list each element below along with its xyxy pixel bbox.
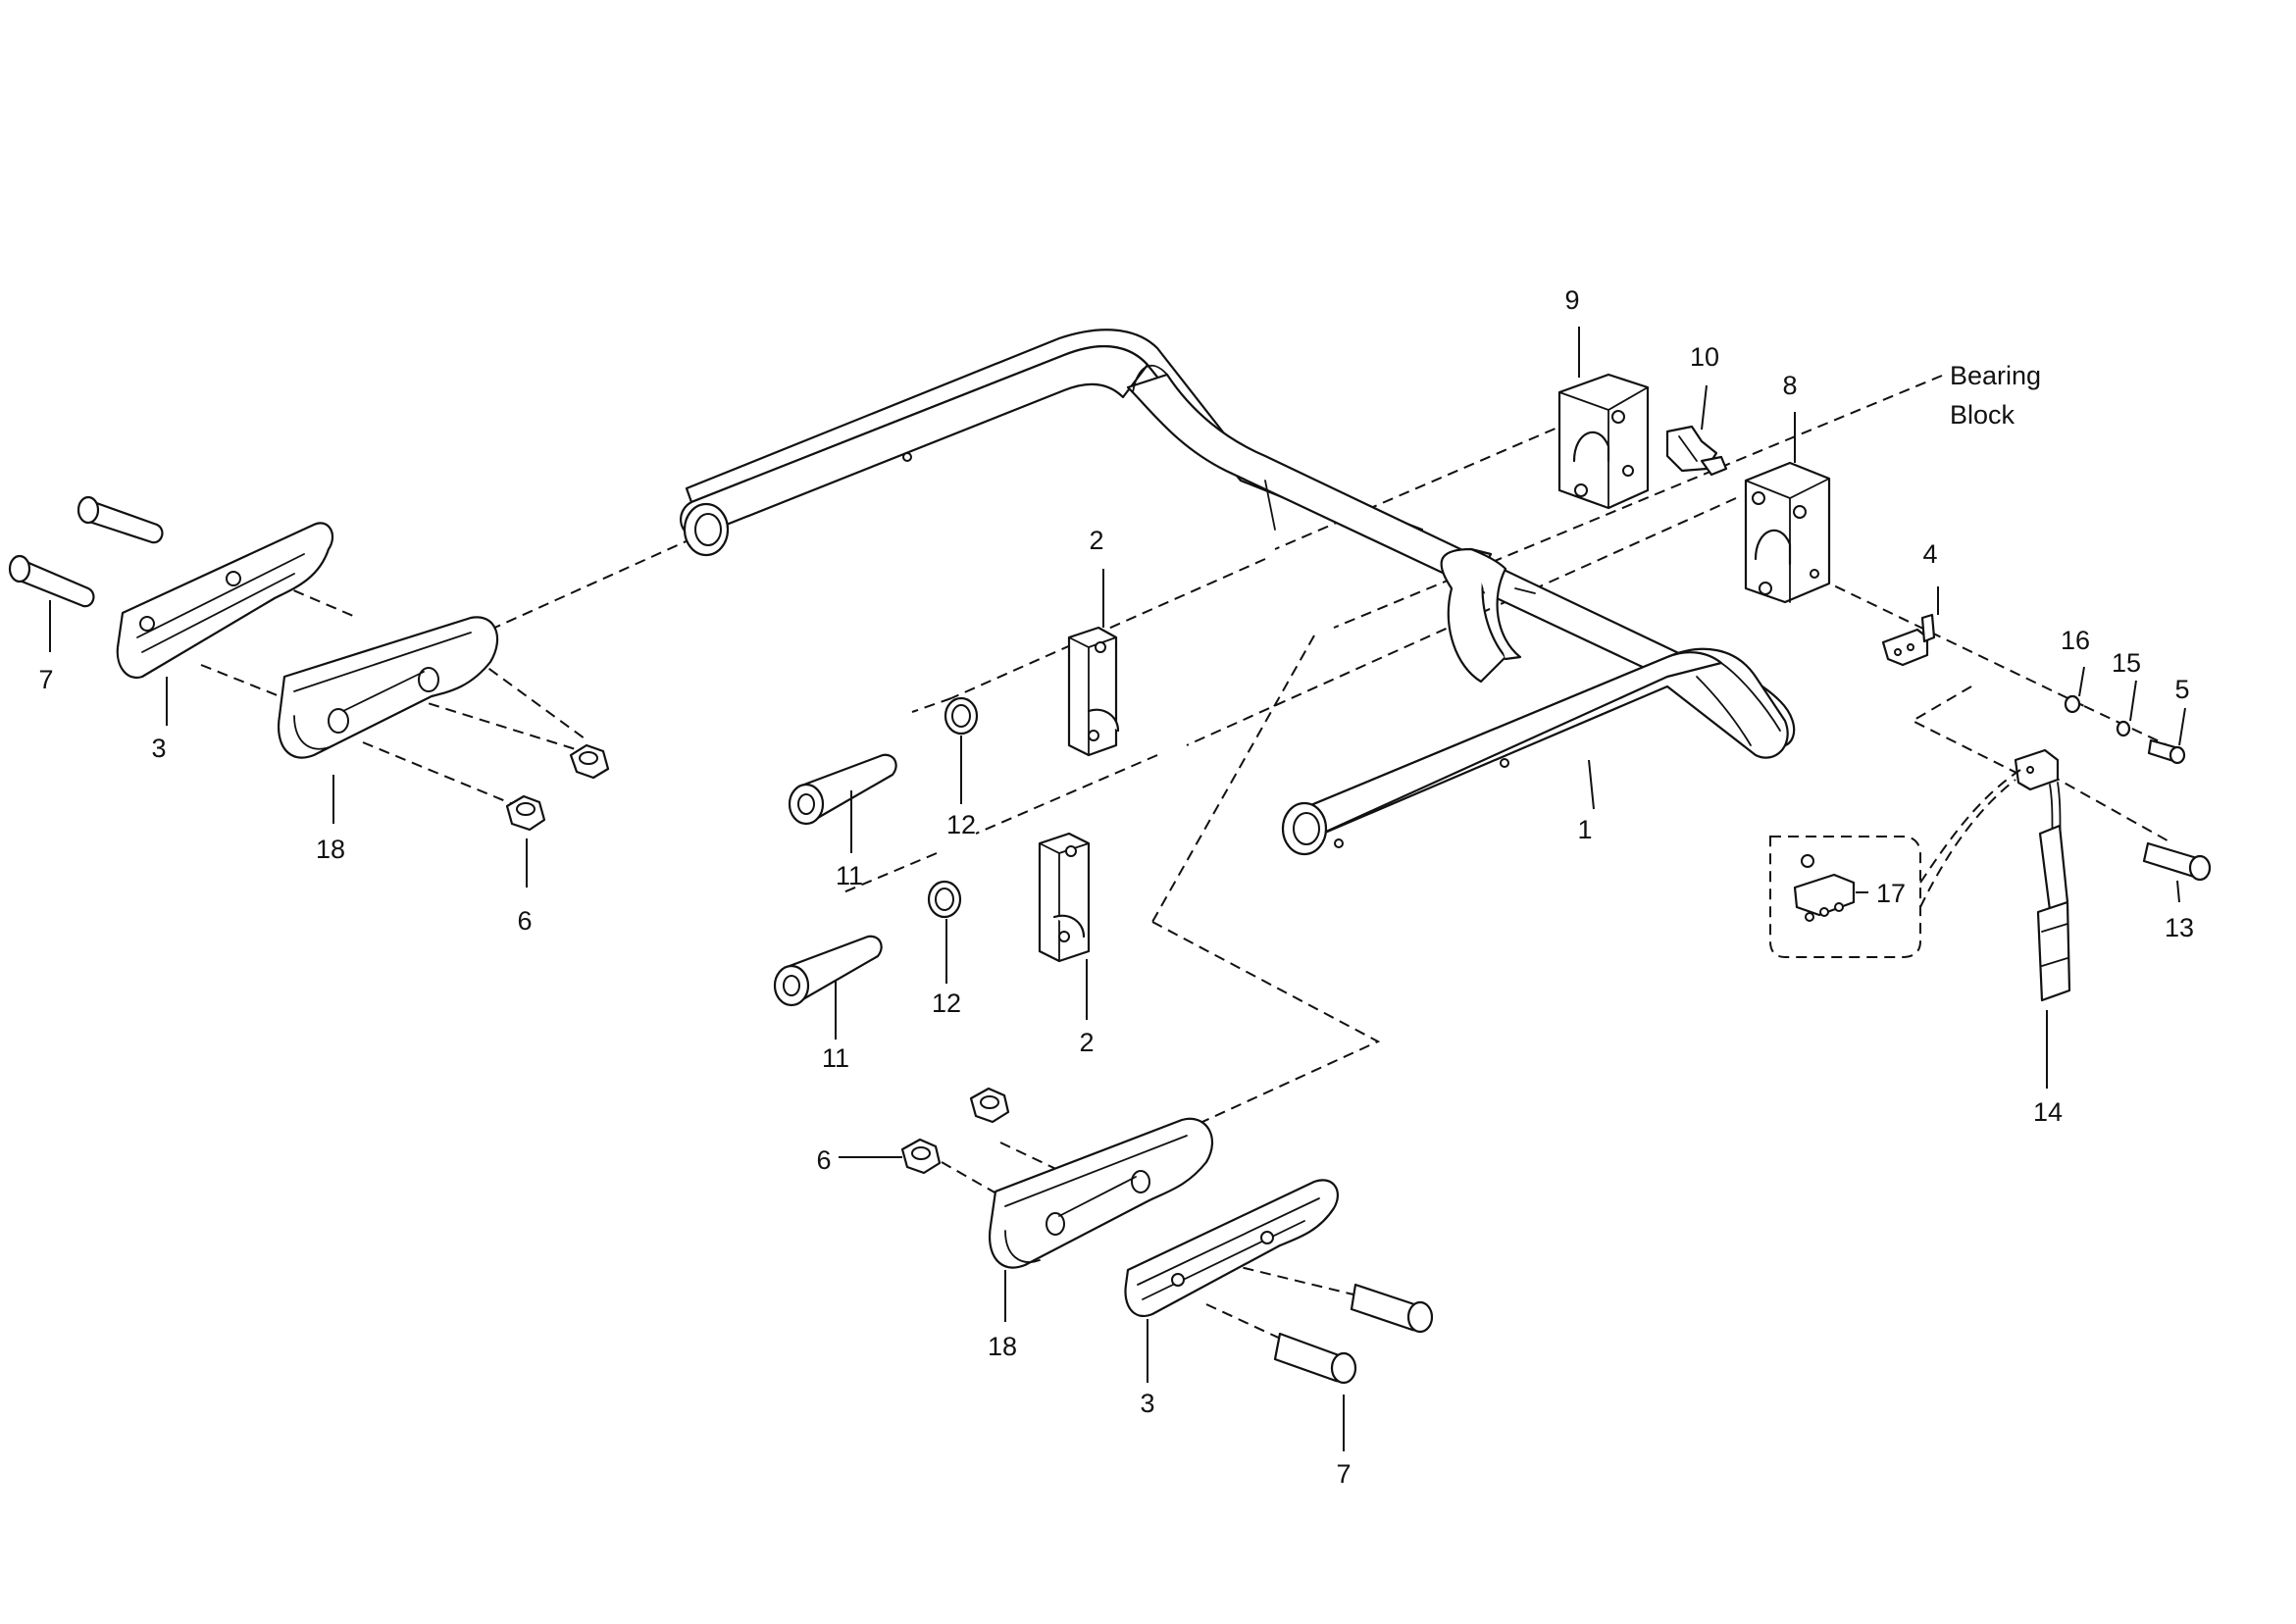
- screw-13: [2142, 841, 2212, 882]
- lock-nut-left-lower: [505, 794, 546, 832]
- clamp-half-lower: [1038, 832, 1091, 963]
- callout-9: 9: [1564, 285, 1579, 315]
- callout-11-upper: 11: [836, 861, 863, 890]
- callout-13: 13: [2165, 913, 2194, 942]
- split-block-9: [1557, 373, 1650, 510]
- assembly-dashed-lines: [200, 375, 2173, 1342]
- callout-2-upper: 2: [1089, 526, 1103, 555]
- callout-7-bottom: 7: [1336, 1459, 1351, 1489]
- callout-12-upper: 12: [946, 810, 976, 839]
- callout-10: 10: [1690, 342, 1719, 372]
- callout-17: 17: [1876, 879, 1906, 908]
- callout-3-bottom: 3: [1140, 1389, 1154, 1418]
- callout-6-bottom: 6: [816, 1145, 831, 1175]
- lock-nut-bottom-lower: [900, 1138, 942, 1175]
- switch-bracket-4: [1881, 613, 1936, 667]
- pivot-pin-left-upper: [77, 495, 164, 544]
- callout-7-left: 7: [38, 665, 53, 694]
- grip-cover-left: [116, 522, 334, 680]
- bearing-block-note-line1: Bearing: [1950, 361, 2041, 390]
- clamp-half-upper: [1067, 626, 1120, 757]
- pivot-pin-bottom-lower: [1273, 1332, 1357, 1385]
- callout-14: 14: [2033, 1097, 2063, 1127]
- leader-lines: [49, 327, 2186, 1451]
- callout-11-lower: 11: [822, 1043, 849, 1073]
- callout-15: 15: [2112, 648, 2141, 678]
- lock-nut-bottom-upper: [969, 1087, 1010, 1124]
- handle-tube-frame: [680, 329, 1796, 856]
- callout-labels: 1 2 2 3 3 4 5 6 6 7 7 8 9 10 11 11 12 12…: [38, 285, 2194, 1489]
- lock-washer-15: [2116, 720, 2131, 737]
- washer-lower: [927, 880, 962, 919]
- callout-8: 8: [1782, 371, 1797, 400]
- callout-5: 5: [2174, 675, 2189, 704]
- cap-screw-upper: [788, 753, 897, 826]
- callout-18-bottom: 18: [988, 1332, 1017, 1361]
- callout-12-lower: 12: [932, 989, 961, 1018]
- switch-detail-box-17: [1769, 769, 2021, 958]
- callout-1: 1: [1577, 815, 1592, 844]
- callout-18-left: 18: [316, 835, 345, 864]
- callout-2-lower: 2: [1079, 1028, 1094, 1057]
- pivot-pin-bottom-upper: [1350, 1283, 1434, 1334]
- callout-6-left: 6: [517, 906, 532, 936]
- washer-16: [2064, 694, 2081, 714]
- screw-5: [2147, 738, 2186, 765]
- bearing-block-8: [1744, 461, 1831, 604]
- callout-4: 4: [1922, 539, 1937, 569]
- washer-upper: [944, 696, 979, 736]
- cap-screw-lower: [773, 935, 883, 1007]
- callout-3-left: 3: [151, 734, 166, 763]
- micro-switch-assembly: [2014, 748, 2071, 1002]
- grip-handle-bottom: [988, 1117, 1214, 1269]
- pivot-pin-left-lower: [8, 554, 95, 608]
- grip-cover-bottom: [1124, 1179, 1340, 1317]
- bearing-block-note-line2: Block: [1950, 400, 2015, 430]
- callout-16: 16: [2061, 626, 2090, 655]
- lock-nut-left-upper: [569, 743, 610, 780]
- knob-10: [1665, 425, 1728, 477]
- grip-handle-left: [277, 616, 499, 759]
